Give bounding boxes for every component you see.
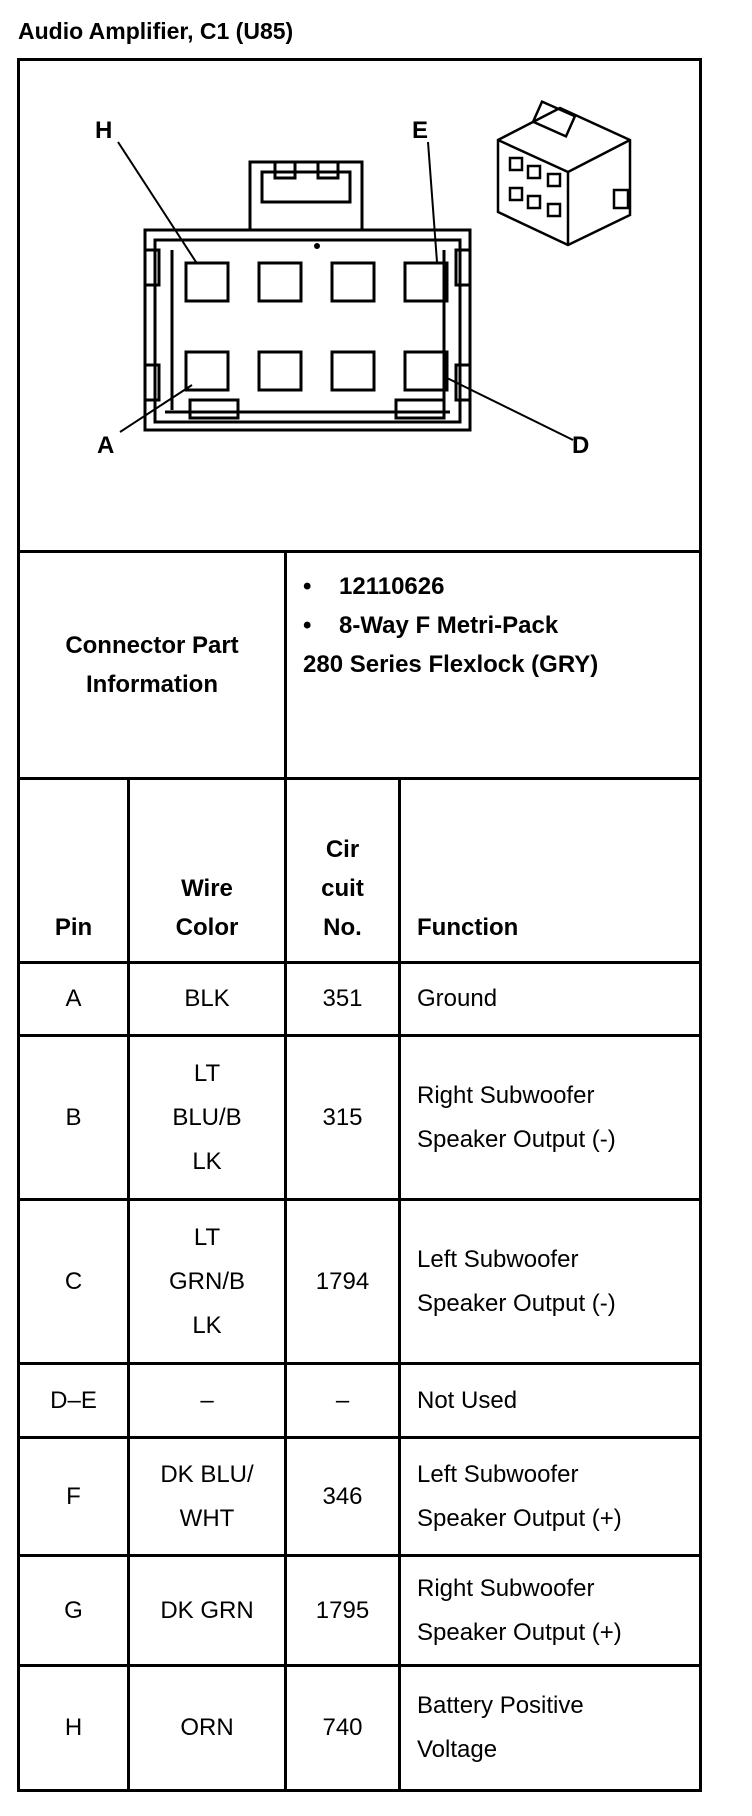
cavity-a <box>184 350 230 392</box>
part-info-label-line1: Connector Part <box>65 632 239 659</box>
connector-type: 8-Way F Metri-Pack <box>339 612 559 639</box>
pin-value: A <box>65 985 82 1012</box>
function-line: Speaker Output (+) <box>417 1618 622 1646</box>
function-line: Speaker Output (-) <box>417 1289 616 1317</box>
circuit-value: 346 <box>322 1482 363 1510</box>
wire-color-line: DK GRN <box>160 1596 254 1624</box>
pin-cell: C <box>20 1201 127 1362</box>
cavity-f <box>330 261 376 303</box>
diagram-label-d: D <box>572 432 590 459</box>
function-line: Voltage <box>417 1736 498 1763</box>
pin-cell: G <box>20 1557 127 1664</box>
pin-value: H <box>64 1714 83 1741</box>
cavity-c <box>330 350 376 392</box>
circuit-cell: 740 <box>287 1667 398 1789</box>
wire-color-cell: DK GRN <box>130 1557 284 1664</box>
cavity-h <box>184 261 230 303</box>
circuit-value: 315 <box>322 1103 363 1131</box>
function-line: Ground <box>417 985 498 1012</box>
wire-color-line: LK <box>192 1311 222 1339</box>
pin-value: B <box>65 1103 82 1131</box>
function-line: Left Subwoofer <box>417 1245 579 1273</box>
wire-color-line: WHT <box>179 1504 235 1532</box>
connector-part-info-value: • 12110626 • 8-Way F Metri-Pack 280 Seri… <box>303 567 693 684</box>
cavity-d <box>403 350 449 392</box>
bullet: • <box>303 612 312 639</box>
wire-color-cell: DK BLU/WHT <box>130 1439 284 1554</box>
cavity-e <box>403 261 449 303</box>
circuit-cell: 1795 <box>287 1557 398 1664</box>
circuit-cell: – <box>287 1365 398 1436</box>
page-title: Audio Amplifier, C1 (U85) <box>18 18 294 44</box>
pin-value: D–E <box>50 1386 97 1414</box>
cavity-g <box>257 261 303 303</box>
wire-color-cell: LT BLU/B LK <box>130 1037 284 1198</box>
function-line: Right Subwoofer <box>417 1574 595 1602</box>
pin-value: G <box>64 1596 83 1624</box>
header-pin: Pin <box>54 914 93 941</box>
wire-color-cell: BLK <box>130 964 284 1034</box>
diagram-label-h: H <box>95 117 113 144</box>
function-line: Not Used <box>417 1386 518 1414</box>
function-line: Speaker Output (-) <box>417 1125 616 1153</box>
wire-color-line: GRN/B <box>168 1267 245 1295</box>
wire-color-cell: ORN <box>130 1667 284 1789</box>
wire-color-cell: – <box>130 1365 284 1436</box>
circuit-cell: 1794 <box>287 1201 398 1362</box>
wire-color-line: LT <box>193 1223 221 1251</box>
circuit-cell: 315 <box>287 1037 398 1198</box>
circuit-value: 1795 <box>315 1596 370 1624</box>
pin-cell: D–E <box>20 1365 127 1436</box>
circuit-value: – <box>335 1386 350 1414</box>
header-circuit-no: Cir cuit No. <box>321 836 364 941</box>
function-line: Right Subwoofer <box>417 1081 595 1109</box>
connector-table-frame <box>17 58 702 1792</box>
function-cell: Not Used <box>401 1365 699 1436</box>
pin-value: F <box>66 1482 81 1510</box>
function-line: Speaker Output (+) <box>417 1504 622 1532</box>
function-cell: Ground <box>401 964 699 1034</box>
wire-color-line: BLU/B <box>172 1103 242 1131</box>
wire-color-line: – <box>200 1386 214 1414</box>
wire-color-line: ORN <box>180 1714 234 1741</box>
circuit-cell: 351 <box>287 964 398 1034</box>
connector-diagram <box>117 99 632 441</box>
function-line: Battery Positive <box>417 1692 584 1719</box>
circuit-cell: 346 <box>287 1439 398 1554</box>
wire-color-line: BLK <box>184 985 230 1012</box>
wire-color-line: LT <box>193 1059 221 1087</box>
wire-color-line: DK BLU/ <box>160 1460 254 1488</box>
wire-color-line: LK <box>192 1147 222 1175</box>
circuit-value: 351 <box>322 985 363 1012</box>
connector-part-info-label: Connector Part Information <box>20 553 284 777</box>
pin-cell: B <box>20 1037 127 1198</box>
circuit-value: 1794 <box>315 1267 370 1295</box>
header-function: Function <box>417 914 519 941</box>
circuit-value: 740 <box>322 1714 363 1741</box>
connector-series: 280 Series Flexlock (GRY) <box>303 651 599 678</box>
wire-color-cell: LT GRN/B LK <box>130 1201 284 1362</box>
pin-cell: A <box>20 964 127 1034</box>
header-wire-color: Wire Color <box>175 875 239 941</box>
pin-value: C <box>64 1267 83 1295</box>
part-number: 12110626 <box>339 573 445 600</box>
function-line: Left Subwoofer <box>417 1460 579 1488</box>
pin-cell: F <box>20 1439 127 1554</box>
diagram-label-e: E <box>412 117 429 144</box>
part-info-label-line2: Information <box>86 671 218 698</box>
pin-cell: H <box>20 1667 127 1789</box>
cavity-b <box>257 350 303 392</box>
bullet: • <box>303 573 312 600</box>
diagram-label-a: A <box>97 432 115 459</box>
